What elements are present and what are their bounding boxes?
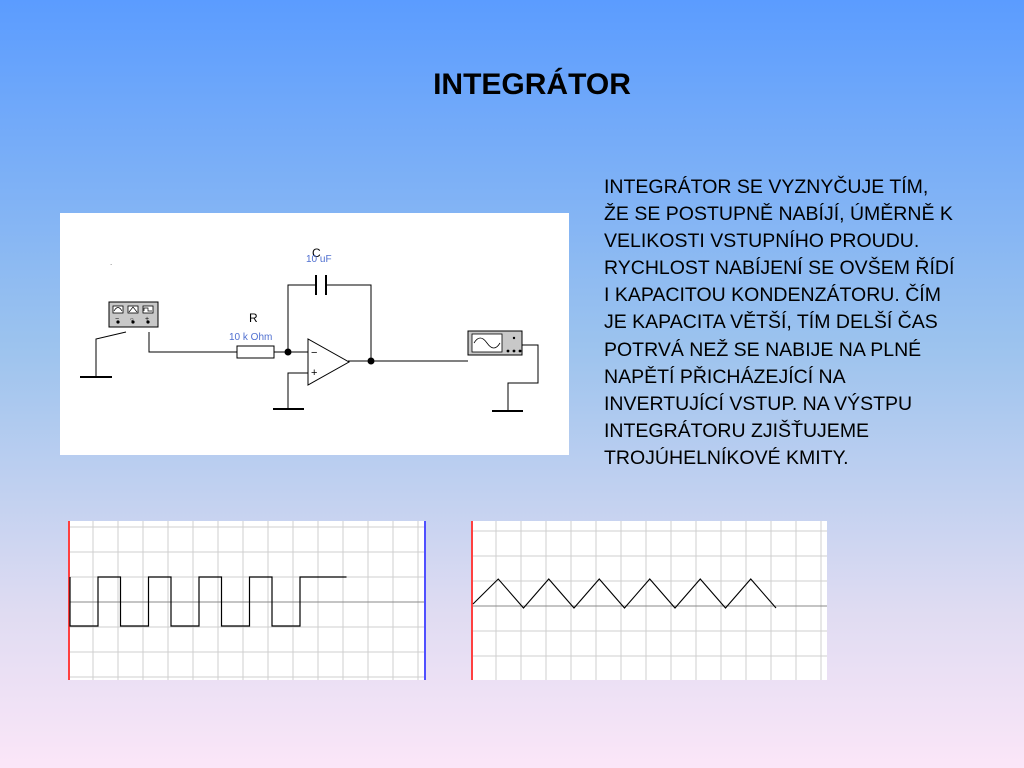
resistor-label: R (249, 311, 258, 325)
wire-generator-resistor (148, 332, 237, 353)
description-text: INTEGRÁTOR SE VYZNYČUJE TÍM, ŽE SE POSTU… (604, 174, 1016, 472)
description-line: INTEGRÁTORU ZJIŠŤUJEME (604, 419, 870, 442)
integrator-circuit-diagram: . C 10 uF R 10 k Ohm − + − ○ + (60, 213, 569, 455)
description-line: VELIKOSTI VSTUPNÍHO PROUDU. (604, 230, 920, 253)
generator-terminal-label: + (145, 316, 149, 323)
description-line: TROJÚHELNÍKOVÉ KMITY. (604, 446, 849, 469)
wire-scope-ground (507, 344, 539, 411)
junction-node (367, 357, 375, 365)
svg-text:.: . (110, 258, 112, 267)
description-line: NAPĚTÍ PŘICHÁZEJÍCÍ NA (604, 365, 846, 388)
op-amp-symbol (307, 338, 351, 386)
description-line: JE KAPACITA VĚTŠÍ, TÍM DELŠÍ ČAS (604, 311, 938, 334)
description-line: INVERTUJÍCÍ VSTUP. NA VÝSTPU (604, 392, 913, 415)
wire-feedback-right (326, 284, 372, 361)
description-line: POTRVÁ NEŽ SE NABIJE NA PLNÉ (604, 338, 922, 361)
page-title: INTEGRÁTOR (433, 68, 631, 101)
resistor-value: 10 k Ohm (229, 332, 272, 343)
triangle-wave-plot (471, 521, 827, 680)
triangle-wave-trace (472, 578, 777, 609)
circuit-svg: . C 10 uF R 10 k Ohm − + − ○ + (80, 246, 539, 412)
capacitor-label: C (312, 246, 321, 260)
output-triangle-wave-display (471, 521, 827, 680)
generator-terminal-label: − (115, 316, 119, 323)
input-square-wave-display (68, 521, 426, 680)
function-generator-icon (108, 301, 159, 328)
square-wave-plot (68, 521, 426, 680)
junction-node (284, 348, 292, 356)
description-line: RYCHLOST NABÍJENÍ SE OVŠEM ŘÍDÍ (604, 257, 955, 280)
description-line: INTEGRÁTOR SE VYZNYČUJE TÍM, (604, 176, 929, 198)
capacitor-symbol (315, 275, 327, 295)
square-wave-trace (69, 576, 347, 627)
wire-noninverting-ground (287, 372, 308, 409)
wire-feedback-left (287, 284, 316, 352)
noninverting-input-sign: + (311, 367, 317, 379)
wire-generator-ground (95, 331, 127, 377)
inverting-input-sign: − (311, 347, 317, 359)
capacitor-value: 10 uF (306, 254, 332, 265)
oscilloscope-icon (467, 330, 523, 356)
description-line: ŽE SE POSTUPNĚ NABÍJÍ, ÚMĚRNĚ K (604, 203, 953, 226)
generator-terminal-label: ○ (130, 317, 134, 323)
resistor-symbol (236, 345, 275, 359)
description-line: I KAPACITOU KONDENZÁTORU. ČÍM (604, 284, 941, 307)
